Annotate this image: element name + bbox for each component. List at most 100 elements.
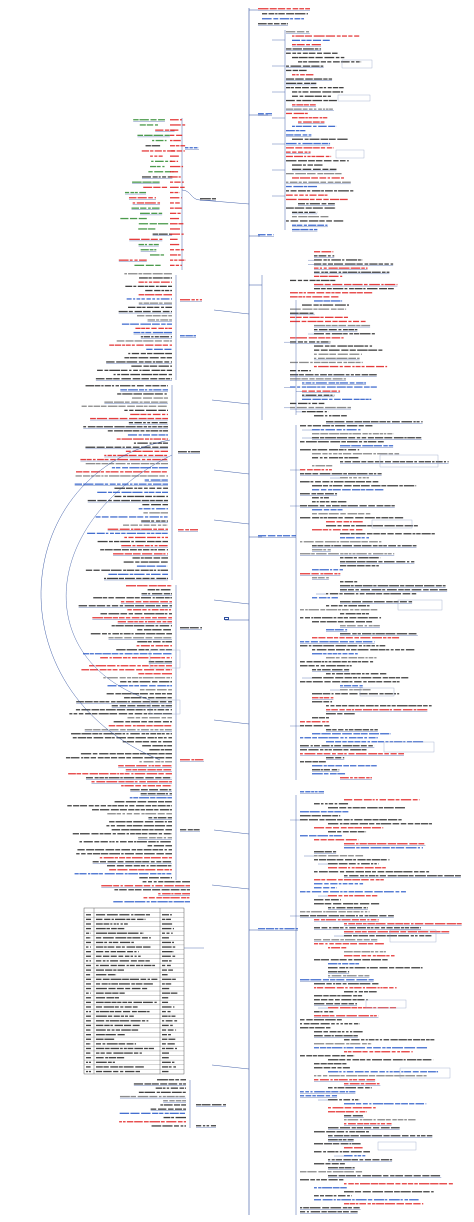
node-label: [341, 35, 347, 37]
node-label: [337, 525, 342, 527]
node-label: [287, 23, 288, 25]
node-label: [323, 267, 327, 269]
node-label: [332, 529, 341, 531]
node-label: [352, 1051, 362, 1053]
note-box: [383, 741, 435, 753]
node-label: [344, 713, 355, 715]
node-label: [412, 545, 417, 547]
node-label: [286, 78, 295, 80]
node-label: [152, 617, 157, 619]
node-label: [335, 657, 340, 659]
node-label: [136, 385, 144, 387]
root-node[interactable]: [224, 617, 229, 620]
node-label: [338, 517, 343, 519]
node-label: [332, 147, 334, 149]
node-label: [365, 425, 373, 427]
node-label: [387, 843, 397, 845]
node-label: [78, 713, 84, 715]
node-label: [315, 56, 323, 59]
node-label: [155, 285, 159, 287]
node-label: [124, 885, 134, 887]
table-cell: [151, 978, 158, 980]
node-label: [324, 283, 331, 286]
node-label: [372, 481, 379, 483]
node-label: [312, 717, 319, 719]
node-label: [383, 1039, 390, 1041]
node-label: [332, 52, 338, 54]
node-label: [117, 573, 129, 575]
node-label: [324, 681, 331, 683]
node-label: [116, 649, 126, 651]
node-label: [394, 1075, 405, 1077]
node-label: [262, 18, 272, 20]
node-label: [389, 987, 394, 989]
table-cell: [110, 923, 113, 925]
table-cell: [107, 1061, 112, 1063]
node-label: [300, 665, 308, 667]
node-label: [175, 881, 181, 883]
node-label: [327, 1211, 337, 1213]
node-label: [308, 609, 319, 611]
node-label: [141, 721, 147, 723]
node-label: [331, 1159, 335, 1161]
node-label: [173, 901, 184, 903]
node-label: [324, 1143, 333, 1145]
node-label: [319, 473, 331, 475]
node-label: [365, 875, 368, 877]
node-label: [157, 524, 162, 526]
node-label: [290, 18, 293, 20]
node-label: [314, 271, 320, 273]
node-label: [372, 677, 382, 679]
node-label: [341, 415, 347, 417]
node-label: [308, 151, 311, 153]
node-label: [162, 1095, 166, 1098]
node-label: [354, 819, 363, 821]
node-label: [124, 873, 128, 875]
node-label: [325, 155, 330, 158]
node-label: [313, 78, 323, 80]
node-label: [273, 18, 279, 20]
node-label: [156, 1091, 160, 1093]
top-branch-label: [258, 8, 269, 10]
node-label: [125, 426, 136, 428]
node-label: [361, 541, 368, 543]
node-label: [293, 112, 305, 115]
node-label: [326, 1047, 332, 1049]
node-label: [301, 386, 307, 388]
node-label: [137, 769, 147, 771]
node-label: [308, 61, 320, 63]
node-label: [344, 1203, 350, 1205]
node-label: [420, 1071, 427, 1073]
node-label: [326, 1131, 336, 1133]
node-label: [338, 605, 343, 607]
node-label: [342, 741, 347, 743]
node-label: [108, 417, 119, 420]
node-label: [380, 859, 387, 861]
node-label: [164, 454, 168, 457]
node-label: [76, 773, 82, 775]
node-label: [354, 709, 362, 711]
table-cell: [134, 1043, 137, 1045]
node-label: [141, 1112, 151, 1114]
node-label: [85, 463, 96, 465]
node-label: [109, 463, 115, 465]
node-label: [381, 1051, 391, 1053]
node-label: [300, 473, 305, 475]
node-label: [384, 1203, 396, 1205]
node-label: [353, 333, 360, 335]
node-label: [151, 327, 157, 329]
node-label: [316, 753, 323, 755]
node-label: [299, 374, 304, 376]
node-label: [358, 1007, 363, 1009]
node-label: [89, 665, 95, 667]
node-label: [137, 442, 148, 444]
node-label: [335, 677, 344, 679]
node-label: [142, 677, 154, 679]
node-label: [355, 963, 360, 965]
node-label: [351, 1039, 360, 1041]
node-label: [374, 943, 384, 945]
node-label: [74, 483, 82, 485]
node-label: [149, 516, 160, 518]
node-label: [181, 897, 187, 899]
node-label: [302, 65, 311, 67]
